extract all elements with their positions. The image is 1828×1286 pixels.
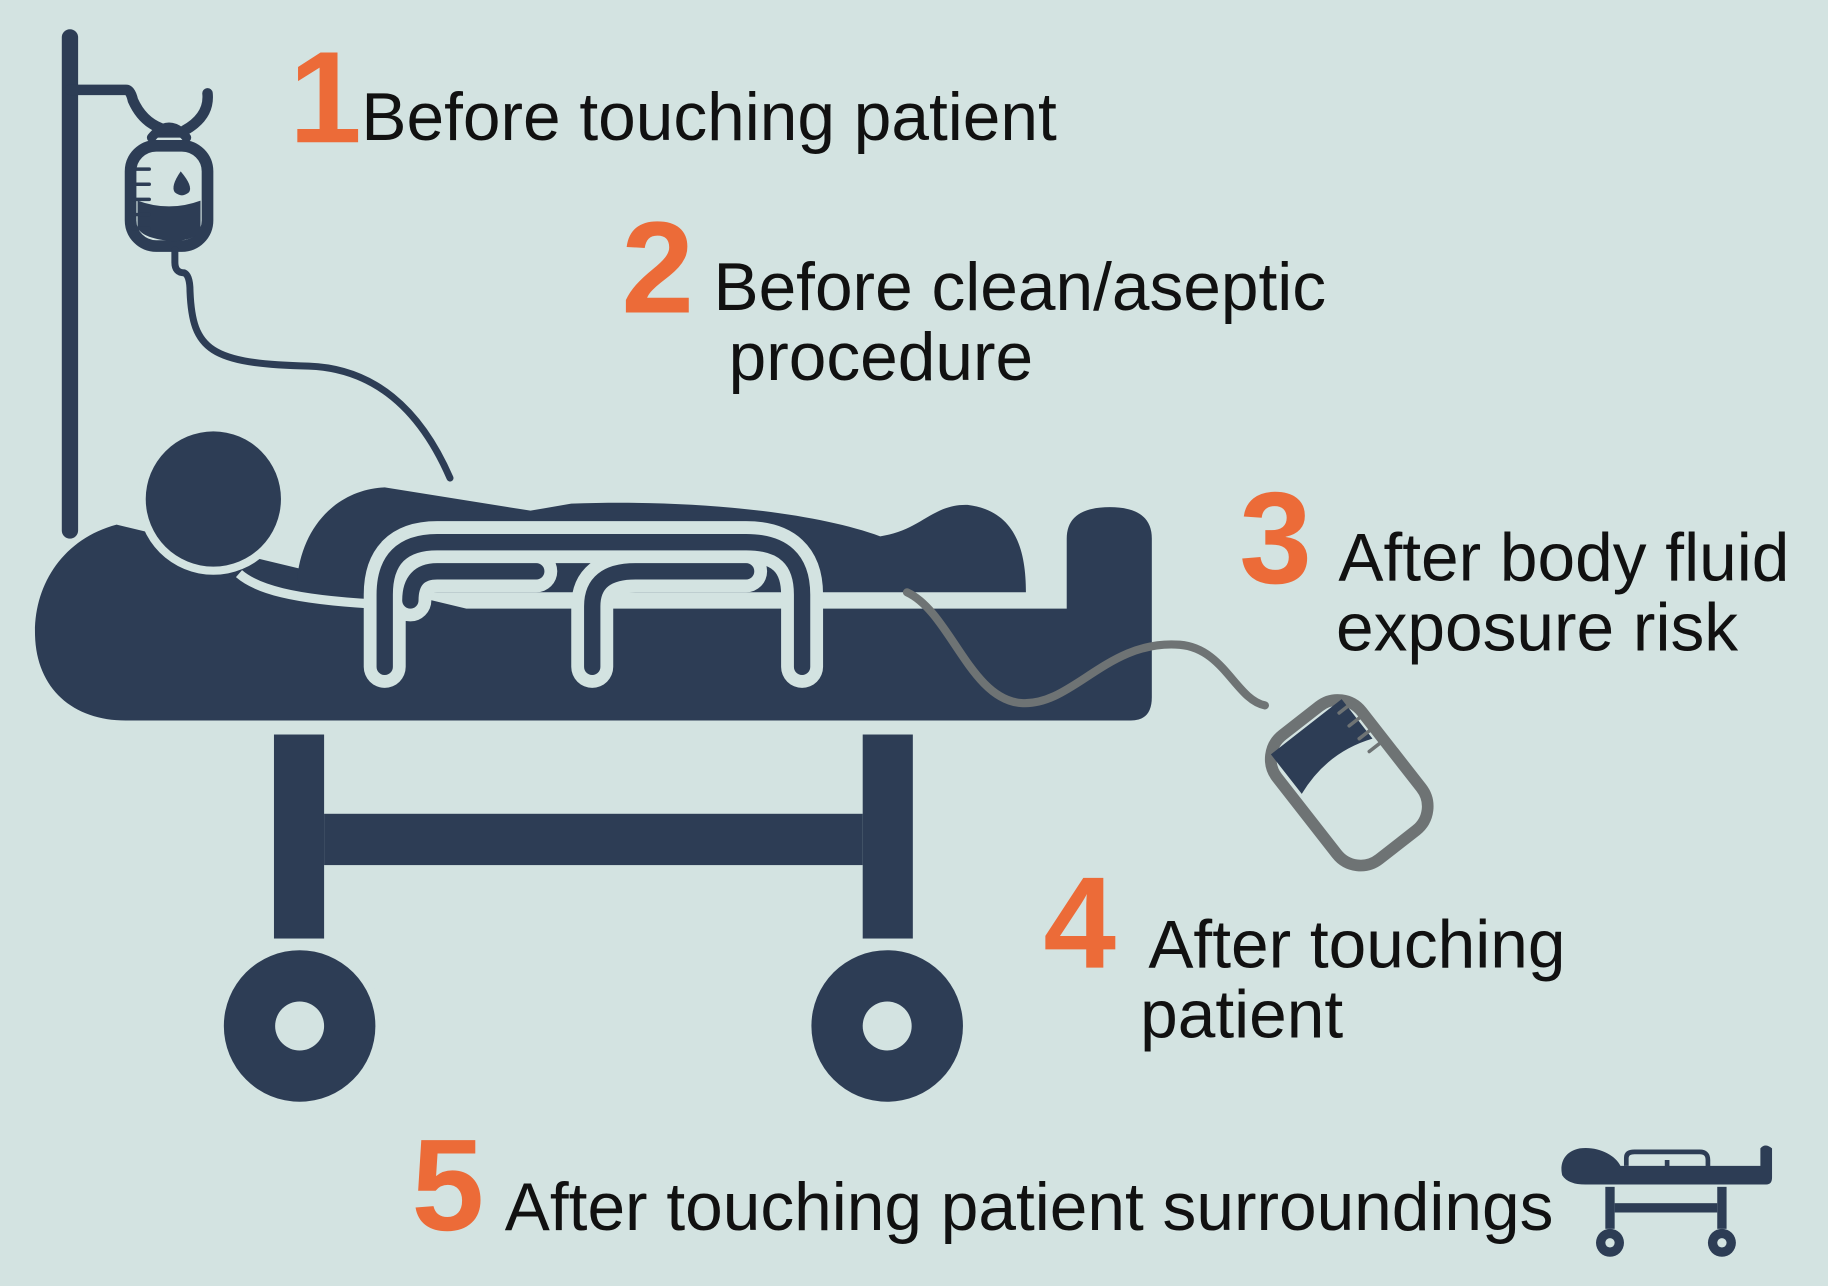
step-label: exposure risk (1336, 591, 1738, 666)
iv-bag-icon (61, 29, 454, 539)
step-1: 1 Before touching patient (289, 24, 1057, 170)
step-number: 1 (289, 24, 362, 170)
step-label: Before clean/aseptic (713, 250, 1326, 325)
step-number: 2 (621, 194, 694, 340)
step-number: 4 (1043, 850, 1116, 996)
step-2: 2 Before clean/aseptic procedure (621, 194, 1326, 395)
step-number: 5 (412, 1112, 485, 1258)
step-label: procedure (729, 320, 1033, 395)
step-label: After touching patient surroundings (505, 1170, 1554, 1245)
step-number: 3 (1239, 465, 1312, 611)
step-label: patient (1140, 978, 1343, 1053)
step-label: After body fluid (1338, 521, 1789, 596)
step-label: After touching (1148, 908, 1565, 983)
step-3: 3 After body fluid exposure risk (1239, 465, 1789, 666)
drainage-bag-icon (902, 588, 1434, 872)
step-label: Before touching patient (361, 80, 1057, 155)
step-5: 5 After touching patient surroundings (412, 1112, 1554, 1258)
patient-bed-icon (34, 423, 1152, 1110)
small-bed-icon (1561, 1145, 1773, 1257)
step-4: 4 After touching patient (1043, 850, 1565, 1053)
